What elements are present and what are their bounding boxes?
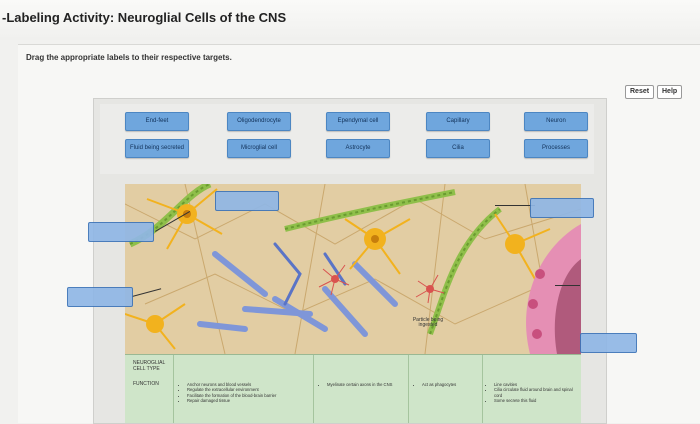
table-divider <box>173 355 174 423</box>
function-item: Act as phagocytes <box>422 382 484 387</box>
row-label-cell-type: NEUROGLIAL CELL TYPE <box>133 361 169 372</box>
table-divider <box>482 355 483 423</box>
instructions-text: Drag the appropriate labels to their res… <box>26 53 232 62</box>
page-header: -Labeling Activity: Neuroglial Cells of … <box>0 0 700 40</box>
label-neuron[interactable]: Neuron <box>524 112 588 131</box>
drop-target-top-center[interactable] <box>215 191 279 211</box>
label-ependymal-cell[interactable]: Ependymal cell <box>326 112 390 131</box>
function-item: Some secrete this fluid <box>494 398 580 403</box>
function-list-astrocyte: Anchor neurons and blood vessels Regulat… <box>180 382 315 403</box>
function-item: Myelinate certain axons in the CNS <box>327 382 407 387</box>
drop-target-capillary-left[interactable] <box>88 222 154 242</box>
label-cilia[interactable]: Cilia <box>426 139 490 158</box>
reset-button[interactable]: Reset <box>625 85 654 99</box>
help-button[interactable]: Help <box>657 85 682 99</box>
function-list-ependymal: Line cavities Cilia circulate fluid arou… <box>487 382 580 403</box>
function-table: NEUROGLIAL CELL TYPE FUNCTION Anchor neu… <box>125 354 581 423</box>
function-item: Repair damaged tissue <box>187 398 315 403</box>
function-item: Cilia circulate fluid around brain and s… <box>494 387 580 398</box>
label-end-feet[interactable]: End-feet <box>125 112 189 131</box>
neuroglia-illustration <box>125 184 581 354</box>
label-capillary[interactable]: Capillary <box>426 112 490 131</box>
label-oligodendrocyte[interactable]: Oligodendrocyte <box>227 112 291 131</box>
row-label-function: FUNCTION <box>133 382 159 388</box>
leader-line <box>555 285 580 286</box>
particle-caption: Particle being ingested <box>410 318 446 329</box>
table-divider <box>408 355 409 423</box>
label-fluid-being-secreted[interactable]: Fluid being secreted <box>125 139 189 158</box>
label-astrocyte[interactable]: Astrocyte <box>326 139 390 158</box>
leader-line <box>495 205 535 206</box>
drop-target-end-feet[interactable] <box>67 287 133 307</box>
label-microglial-cell[interactable]: Microglial cell <box>227 139 291 158</box>
drop-target-right[interactable] <box>580 333 637 353</box>
function-list-microglia: Act as phagocytes <box>415 382 484 387</box>
label-processes[interactable]: Processes <box>524 139 588 158</box>
drop-target-top-right[interactable] <box>530 198 594 218</box>
function-list-oligodendrocyte: Myelinate certain axons in the CNS <box>320 382 407 387</box>
page-title: -Labeling Activity: Neuroglial Cells of … <box>2 10 286 25</box>
